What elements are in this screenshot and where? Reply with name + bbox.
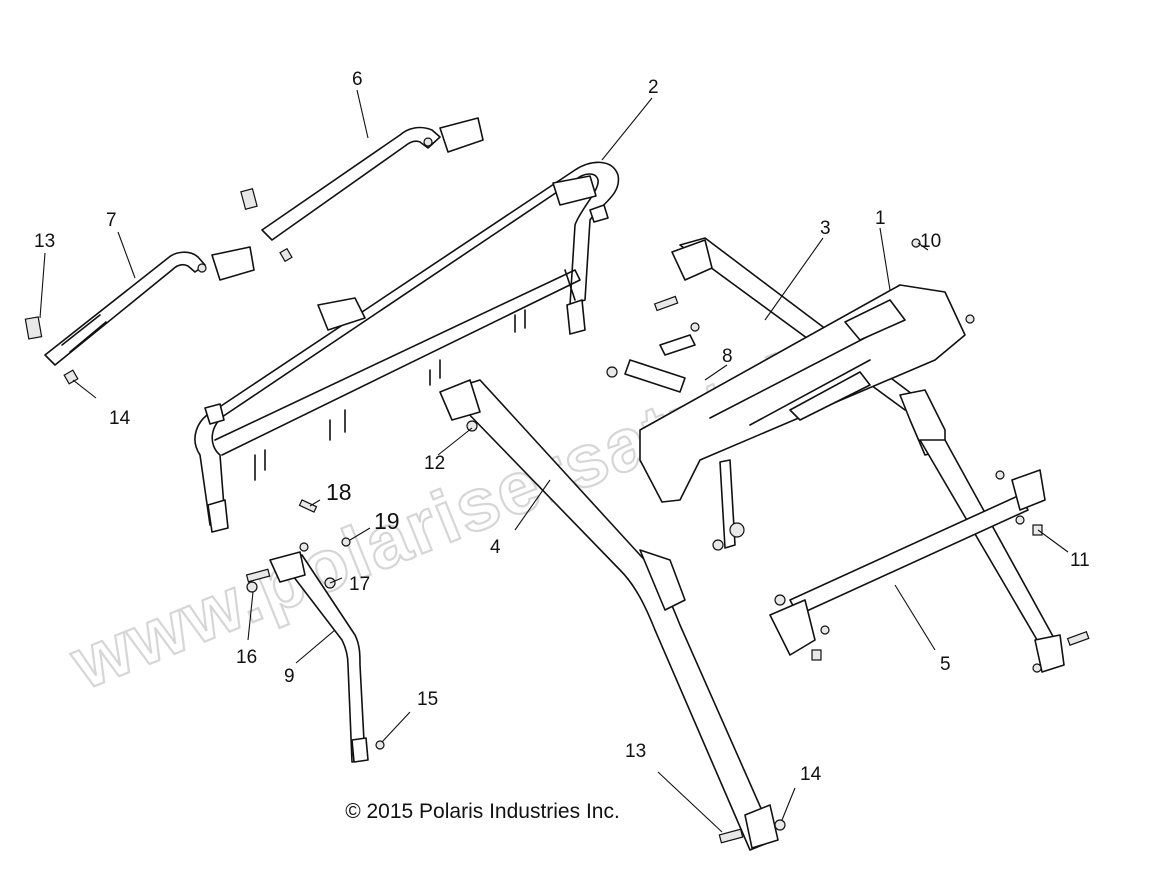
copyright-notice: © 2015 Polaris Industries Inc. xyxy=(345,800,620,823)
callout-18: 18 xyxy=(326,479,352,505)
callout-15: 15 xyxy=(417,689,438,710)
callout-3: 3 xyxy=(820,218,831,239)
part-8-mount-tube[interactable] xyxy=(606,295,700,393)
callout-10: 10 xyxy=(920,231,941,252)
callout-13-lower: 13 xyxy=(625,741,646,762)
part-7-upper-side-bar-left[interactable] xyxy=(24,246,255,385)
leader-lines xyxy=(39,89,1069,833)
callout-12: 12 xyxy=(424,453,445,474)
callout-11: 11 xyxy=(1070,550,1090,571)
callout-14-upper: 14 xyxy=(109,408,131,429)
hardware-items xyxy=(298,238,975,844)
callout-16: 16 xyxy=(236,647,257,668)
callout-13-upper: 13 xyxy=(34,231,55,252)
callout-2: 2 xyxy=(648,77,659,98)
callout-14-lower: 14 xyxy=(800,764,822,785)
callout-19: 19 xyxy=(374,508,400,534)
part-4-side-rail[interactable] xyxy=(439,379,779,851)
callout-labels: 1 2 3 4 5 6 7 8 9 10 11 12 13 13 14 14 1… xyxy=(34,69,1090,785)
callout-4: 4 xyxy=(490,537,501,558)
callout-7: 7 xyxy=(106,210,117,231)
callout-8: 8 xyxy=(722,346,733,367)
part-1-dash-panel[interactable] xyxy=(639,284,966,551)
callout-9: 9 xyxy=(284,666,295,687)
callout-17: 17 xyxy=(349,574,370,595)
part-9-side-brace[interactable] xyxy=(245,542,385,763)
part-6-upper-side-bar[interactable] xyxy=(240,117,484,263)
callout-1: 1 xyxy=(875,208,886,229)
callout-5: 5 xyxy=(940,654,951,675)
part-5-lower-cross-bar[interactable] xyxy=(769,469,1090,673)
part-2-rear-cage-frame[interactable] xyxy=(194,161,620,533)
callout-6: 6 xyxy=(352,69,363,90)
